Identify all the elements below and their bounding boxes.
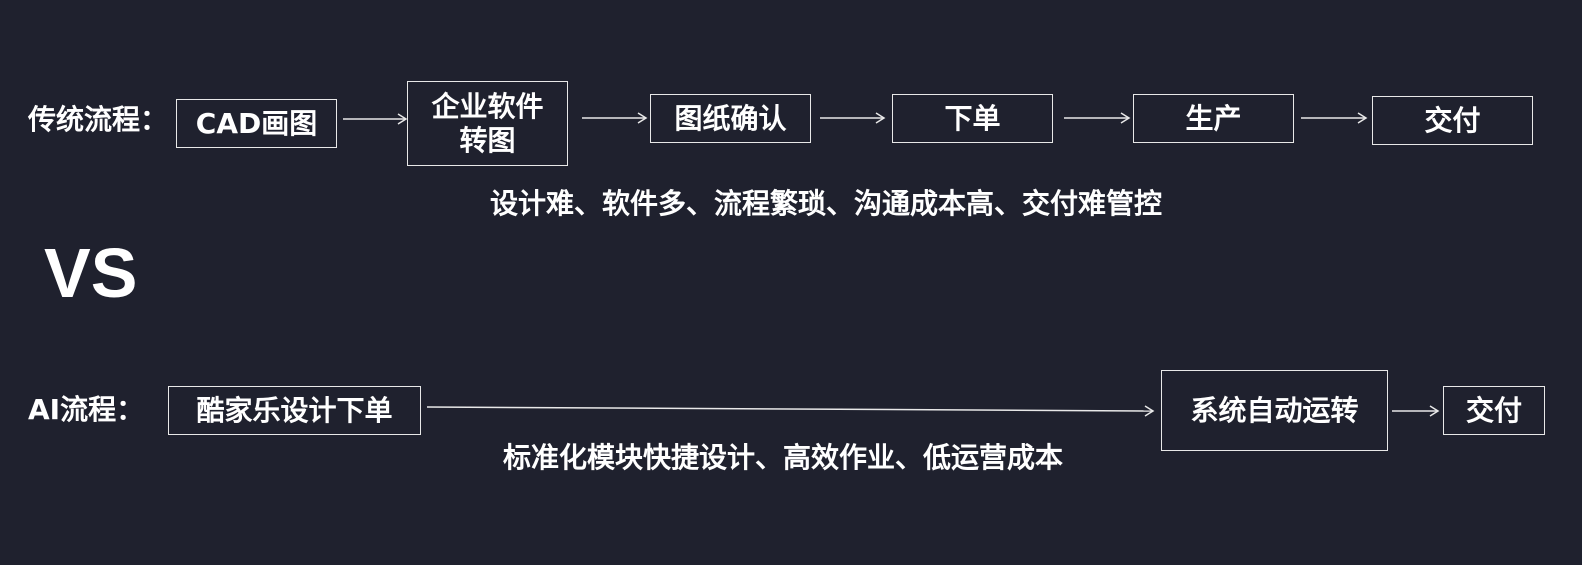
step-label: 生产: [1185, 101, 1242, 135]
ai-flow-label: AI流程：: [28, 393, 145, 426]
arrow-5: [1301, 112, 1368, 124]
step-label: 图纸确认: [674, 101, 787, 135]
step-label: 交付: [1424, 103, 1481, 137]
arrow-ai-2: [1392, 405, 1440, 417]
step-place-order: 下单: [892, 94, 1053, 143]
step-label: CAD画图: [195, 106, 318, 140]
arrow-1: [343, 113, 408, 125]
step-enterprise-software-convert: 企业软件 转图: [407, 81, 568, 166]
step-label-line2: 转图: [459, 123, 516, 157]
step-label: 交付: [1465, 393, 1522, 427]
step-ai-delivery: 交付: [1443, 386, 1545, 435]
traditional-caption: 设计难、软件多、流程繁琐、沟通成本高、交付难管控: [490, 187, 1163, 220]
vs-label: VS: [44, 234, 138, 312]
arrow-4: [1064, 112, 1131, 124]
step-delivery: 交付: [1372, 96, 1533, 145]
step-label: 下单: [944, 101, 1001, 135]
step-drawing-confirm: 图纸确认: [650, 94, 811, 143]
traditional-flow-label: 传统流程：: [28, 103, 169, 136]
step-label: 酷家乐设计下单: [196, 393, 393, 427]
step-label-line1: 企业软件: [431, 89, 544, 123]
step-system-auto-run: 系统自动运转: [1161, 370, 1388, 451]
step-cad-drawing: CAD画图: [176, 99, 337, 148]
step-production: 生产: [1133, 94, 1294, 143]
ai-caption: 标准化模块快捷设计、高效作业、低运营成本: [503, 441, 1064, 474]
step-label: 系统自动运转: [1190, 393, 1359, 427]
arrow-ai-1: [426, 405, 1155, 417]
step-kujiale-design-order: 酷家乐设计下单: [168, 386, 421, 435]
arrow-3: [820, 112, 886, 124]
arrow-2: [582, 112, 648, 124]
